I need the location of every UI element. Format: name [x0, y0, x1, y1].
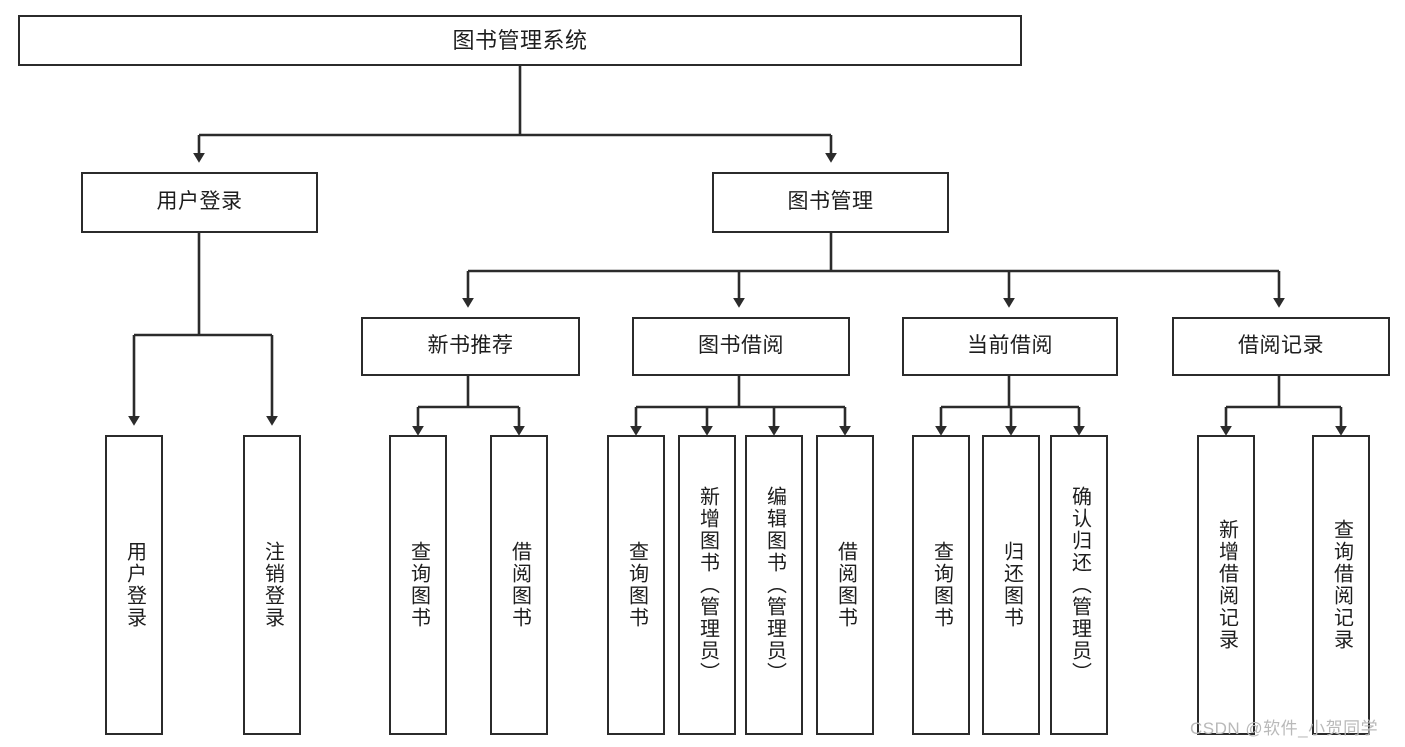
node-leaf-logout-label: 注销登录: [261, 541, 284, 629]
node-user-login[interactable]: 用户登录: [81, 172, 318, 233]
node-borrow-record[interactable]: 借阅记录: [1172, 317, 1390, 376]
node-leaf-query-book-2-label: 查询图书: [625, 541, 648, 629]
node-leaf-query-book-2[interactable]: 查询图书: [607, 435, 665, 735]
node-leaf-query-record-label: 查询借阅记录: [1330, 519, 1353, 651]
node-new-book-recommend[interactable]: 新书推荐: [361, 317, 580, 376]
node-leaf-user-login[interactable]: 用户登录: [105, 435, 163, 735]
node-leaf-query-record[interactable]: 查询借阅记录: [1312, 435, 1370, 735]
node-leaf-return-book-label: 归还图书: [1000, 541, 1023, 629]
node-root[interactable]: 图书管理系统: [18, 15, 1022, 66]
node-leaf-borrow-book-1-label: 借阅图书: [508, 541, 531, 629]
node-borrow-record-label: 借阅记录: [1238, 334, 1324, 358]
node-leaf-return-book[interactable]: 归还图书: [982, 435, 1040, 735]
node-leaf-edit-book[interactable]: 编辑图书（管理员）: [745, 435, 803, 735]
node-leaf-add-book[interactable]: 新增图书（管理员）: [678, 435, 736, 735]
node-book-borrow[interactable]: 图书借阅: [632, 317, 850, 376]
node-leaf-borrow-book-2[interactable]: 借阅图书: [816, 435, 874, 735]
node-book-manage-label: 图书管理: [787, 190, 874, 214]
node-leaf-confirm-return[interactable]: 确认归还（管理员）: [1050, 435, 1108, 735]
node-leaf-confirm-return-label: 确认归还（管理员）: [1068, 486, 1091, 684]
node-leaf-user-login-label: 用户登录: [123, 541, 146, 629]
node-leaf-add-record-label: 新增借阅记录: [1215, 519, 1238, 651]
node-leaf-borrow-book-1[interactable]: 借阅图书: [490, 435, 548, 735]
node-current-borrow-label: 当前借阅: [967, 334, 1053, 358]
node-leaf-logout[interactable]: 注销登录: [243, 435, 301, 735]
node-leaf-borrow-book-2-label: 借阅图书: [834, 541, 857, 629]
csdn-watermark: CSDN @软件_小贺同学: [1190, 719, 1379, 738]
node-leaf-add-record[interactable]: 新增借阅记录: [1197, 435, 1255, 735]
node-leaf-add-book-label: 新增图书（管理员）: [696, 486, 719, 684]
node-leaf-edit-book-label: 编辑图书（管理员）: [763, 486, 786, 684]
node-root-label: 图书管理系统: [452, 27, 588, 53]
node-leaf-query-book-1-label: 查询图书: [407, 541, 430, 629]
node-leaf-query-book-3-label: 查询图书: [930, 541, 953, 629]
node-current-borrow[interactable]: 当前借阅: [902, 317, 1118, 376]
node-user-login-label: 用户登录: [156, 190, 243, 214]
node-leaf-query-book-1[interactable]: 查询图书: [389, 435, 447, 735]
node-book-manage[interactable]: 图书管理: [712, 172, 949, 233]
node-leaf-query-book-3[interactable]: 查询图书: [912, 435, 970, 735]
node-new-book-recommend-label: 新书推荐: [427, 334, 514, 358]
node-book-borrow-label: 图书借阅: [698, 334, 784, 358]
